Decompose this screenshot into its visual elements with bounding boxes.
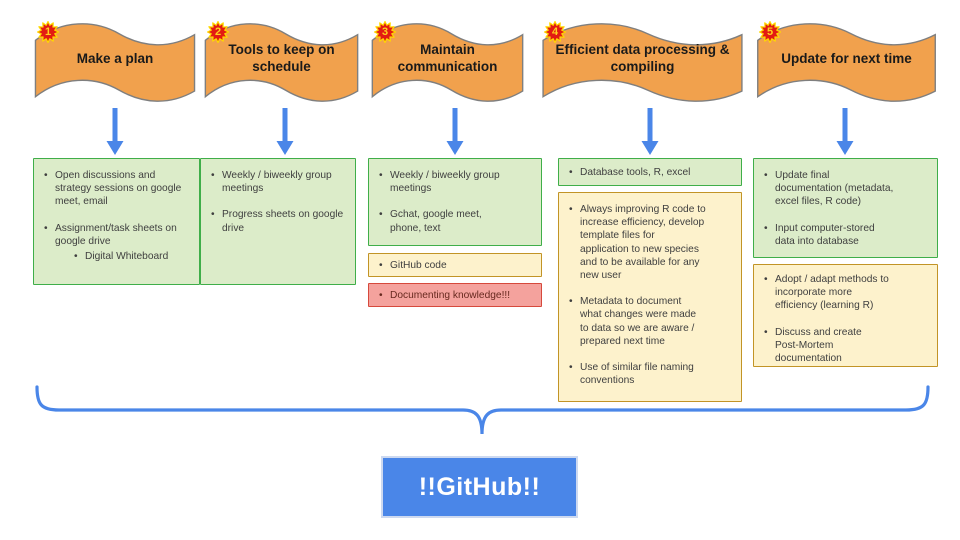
bullet-item: Update final documentation (metadata, ex… [764, 169, 931, 209]
step-number-badge: 5 [759, 21, 781, 43]
col3-red-box: Documenting knowledge!!! [368, 283, 542, 307]
down-arrow-icon [641, 108, 659, 155]
bullet-item: Digital Whiteboard [74, 250, 193, 263]
col4-green-box: Database tools, R, excel [558, 158, 742, 186]
github-callout: !!GitHub!! [381, 456, 578, 518]
bullet-text: Input computer-stored data into database [775, 222, 875, 247]
bullet-item: Open discussions and strategy sessions o… [44, 169, 193, 209]
bullet-dot-icon [44, 169, 55, 209]
bullet-dot-icon [211, 169, 222, 195]
bullet-dot-icon [569, 203, 580, 282]
bullet-dot-icon [569, 295, 580, 348]
down-arrow-icon [276, 108, 294, 155]
bullet-text: Documenting knowledge!!! [390, 290, 511, 301]
bullet-item: Metadata to document what changes were m… [569, 295, 735, 348]
bullet-text: Open discussions and strategy sessions o… [55, 170, 182, 208]
col3-green-box: Weekly / biweekly group meetingsGchat, g… [368, 158, 542, 246]
down-arrow-icon [106, 108, 124, 155]
bullet-dot-icon [379, 169, 390, 195]
bullet-dot-icon [764, 222, 775, 248]
bullet-dot-icon [379, 289, 390, 302]
wave-ribbon-shape [755, 14, 938, 108]
svg-text:4: 4 [552, 26, 559, 38]
bullet-item: Documenting knowledge!!! [379, 289, 535, 302]
bullet-text: Discuss and create Post-Mortem documenta… [775, 326, 862, 365]
svg-text:1: 1 [45, 26, 51, 38]
step-banner-title: Make a plan [76, 50, 154, 66]
github-label: !!GitHub!! [418, 472, 541, 501]
bullet-dot-icon [211, 208, 222, 234]
wave-ribbon-shape [370, 14, 525, 108]
bullet-item: Weekly / biweekly group meetings [211, 169, 349, 195]
svg-text:2: 2 [215, 26, 221, 38]
bullet-dot-icon [764, 326, 775, 366]
bullet-dot-icon [44, 222, 55, 248]
bullet-item: Use of similar file naming conventions [569, 361, 735, 387]
bullet-item: Adopt / adapt methods to incorporate mor… [764, 273, 931, 313]
col5-yellow-box: Adopt / adapt methods to incorporate mor… [753, 264, 938, 367]
down-arrow-icon [446, 108, 464, 155]
bullet-text: Adopt / adapt methods to incorporate mor… [775, 274, 889, 312]
bullet-text: Metadata to document what changes were m… [580, 296, 697, 347]
wave-ribbon-shape [540, 14, 745, 108]
step-number-badge: 1 [37, 21, 59, 43]
bullet-dot-icon [379, 259, 390, 272]
bullet-dot-icon [764, 169, 775, 209]
step-number-badge: 4 [544, 21, 566, 43]
step-number-badge: 3 [374, 21, 396, 43]
bullet-item: Weekly / biweekly group meetings [379, 169, 513, 195]
col3-yellow-box: GitHub code [368, 253, 542, 277]
bullet-text: Digital Whiteboard [85, 251, 169, 263]
bullet-item: Progress sheets on google drive [211, 208, 349, 234]
bullet-item: GitHub code [379, 259, 535, 272]
wave-ribbon-shape [33, 14, 197, 108]
bullet-dot-icon [379, 208, 390, 234]
step-banner-title: Efficient data processing & compiling [555, 42, 730, 74]
bullet-item: Discuss and create Post-Mortem documenta… [764, 326, 931, 366]
step-number-badge: 2 [207, 21, 229, 43]
bullet-item: Gchat, google meet, phone, text [379, 208, 513, 234]
bullet-item: Assignment/task sheets on google drive [44, 222, 193, 248]
wave-ribbon-shape [203, 14, 360, 108]
bullet-dot-icon [764, 273, 775, 313]
step-banner-title: Maintain communication [397, 42, 498, 74]
bullet-item: Database tools, R, excel [569, 166, 735, 179]
svg-text:3: 3 [382, 26, 388, 38]
bullet-text: Weekly / biweekly group meetings [390, 170, 500, 195]
col5-green-box: Update final documentation (metadata, ex… [753, 158, 938, 258]
bullet-text: GitHub code [390, 260, 447, 271]
brace-shape [35, 385, 930, 435]
bullet-text: Database tools, R, excel [580, 167, 691, 178]
bullet-text: Update final documentation (metadata, ex… [775, 170, 894, 208]
col1-green-box: Open discussions and strategy sessions o… [33, 158, 200, 285]
bullet-item: Input computer-stored data into database [764, 222, 931, 248]
col4-yellow-box: Always improving R code to increase effi… [558, 192, 742, 402]
bullet-item: Always improving R code to increase effi… [569, 203, 735, 282]
bullet-dot-icon [569, 166, 580, 179]
svg-text:5: 5 [767, 26, 773, 38]
bullet-text: Weekly / biweekly group meetings [222, 170, 332, 195]
col2-green-box: Weekly / biweekly group meetingsProgress… [200, 158, 356, 285]
step-banner-title: Tools to keep on schedule [228, 42, 335, 74]
bullet-text: Progress sheets on google drive [222, 209, 344, 234]
bullet-text: Gchat, google meet, phone, text [390, 209, 482, 234]
bullet-text: Use of similar file naming conventions [580, 362, 694, 387]
bullet-text: Assignment/task sheets on google drive [55, 222, 177, 247]
bullet-dot-icon [569, 361, 580, 387]
down-arrow-icon [836, 108, 854, 155]
step-banner-title: Update for next time [781, 50, 912, 66]
bullet-dot-icon [74, 250, 85, 263]
bullet-text: Always improving R code to increase effi… [580, 204, 706, 282]
